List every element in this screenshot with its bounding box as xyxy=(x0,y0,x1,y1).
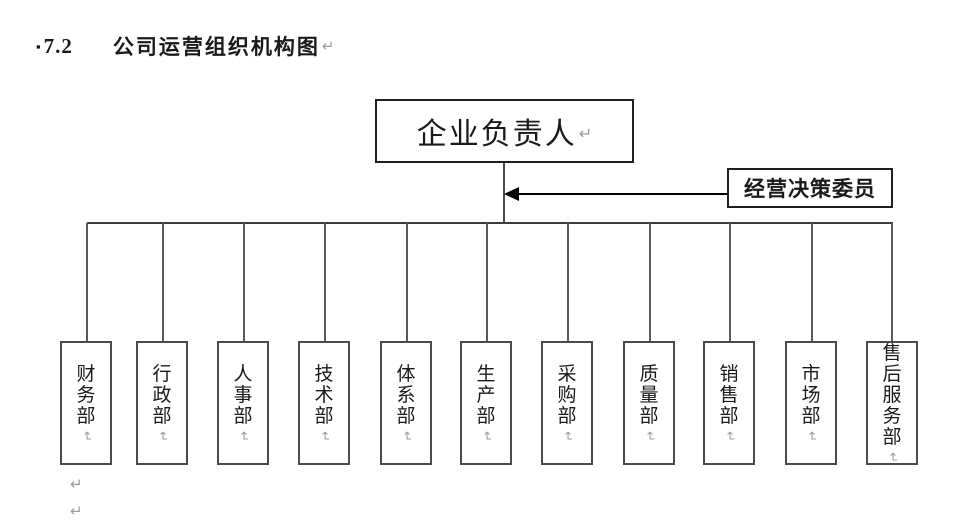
section-heading: ▪ 7.2 公司运营组织机构图 ↵ xyxy=(36,33,335,60)
dept-drop-line xyxy=(891,223,893,341)
dept-box-technology[interactable]: 技术部 ↵ xyxy=(298,341,350,465)
paragraph-return-icon: ↵ xyxy=(78,430,94,442)
heading-title: 公司运营组织机构图 xyxy=(112,35,320,59)
org-root-box[interactable]: 企业负责人 ↵ xyxy=(375,99,634,163)
dept-box-production[interactable]: 生产部 ↵ xyxy=(460,341,512,465)
dept-label: 人事部 xyxy=(233,363,253,427)
dept-box-hr[interactable]: 人事部 ↵ xyxy=(217,341,269,465)
dept-drop-line xyxy=(162,223,164,341)
advisor-arrowhead-icon xyxy=(504,187,519,201)
dept-drop-line xyxy=(567,223,569,341)
dept-box-sales[interactable]: 销售部 ↵ xyxy=(703,341,755,465)
paragraph-return-icon: ↵ xyxy=(321,36,335,55)
org-root-label: 企业负责人 xyxy=(416,118,577,151)
dept-label: 财务部 xyxy=(76,363,96,427)
paragraph-return-icon: ↵ xyxy=(478,430,494,442)
dept-label: 采购部 xyxy=(557,363,577,427)
dept-drop-line xyxy=(811,223,813,341)
paragraph-return-icon: ↵ xyxy=(154,430,170,442)
dept-drop-line xyxy=(406,223,408,341)
org-advisor-box[interactable]: 经营决策委员 xyxy=(727,168,893,208)
dept-box-after-sales-service[interactable]: 售后服务部 ↵ xyxy=(866,341,918,465)
paragraph-return-icon: ↵ xyxy=(70,475,83,493)
dept-drop-line xyxy=(86,223,88,341)
paragraph-return-icon: ↵ xyxy=(721,430,737,442)
paragraph-return-icon: ↵ xyxy=(398,430,414,442)
heading-bullet-icon: ▪ xyxy=(36,38,41,54)
dept-drop-line xyxy=(486,223,488,341)
dept-box-finance[interactable]: 财务部 ↵ xyxy=(60,341,112,465)
dept-drop-line xyxy=(243,223,245,341)
dept-box-system[interactable]: 体系部 ↵ xyxy=(380,341,432,465)
dept-drop-line xyxy=(729,223,731,341)
paragraph-return-icon: ↵ xyxy=(559,430,575,442)
paragraph-return-icon: ↵ xyxy=(884,451,900,463)
dept-box-marketing[interactable]: 市场部 ↵ xyxy=(785,341,837,465)
paragraph-return-icon: ↵ xyxy=(641,430,657,442)
dept-label: 销售部 xyxy=(719,363,739,427)
dept-label: 售后服务部 xyxy=(882,342,902,448)
dept-label: 生产部 xyxy=(476,363,496,427)
dept-label: 体系部 xyxy=(396,363,416,427)
paragraph-return-icon: ↵ xyxy=(235,430,251,442)
dept-box-quality[interactable]: 质量部 ↵ xyxy=(623,341,675,465)
dept-box-purchasing[interactable]: 采购部 ↵ xyxy=(541,341,593,465)
paragraph-return-icon: ↵ xyxy=(316,430,332,442)
advisor-arrow-line xyxy=(517,193,727,195)
dept-label: 技术部 xyxy=(314,363,334,427)
dept-label: 行政部 xyxy=(152,363,172,427)
dept-drop-line xyxy=(649,223,651,341)
distribution-line xyxy=(87,222,893,224)
dept-drop-line xyxy=(324,223,326,341)
heading-number: 7.2 xyxy=(43,33,73,58)
paragraph-return-icon: ↵ xyxy=(70,502,83,520)
paragraph-return-icon: ↵ xyxy=(578,124,593,143)
dept-label: 质量部 xyxy=(639,363,659,427)
dept-box-administration[interactable]: 行政部 ↵ xyxy=(136,341,188,465)
dept-label: 市场部 xyxy=(801,363,821,427)
paragraph-return-icon: ↵ xyxy=(803,430,819,442)
org-advisor-label: 经营决策委员 xyxy=(744,177,876,201)
